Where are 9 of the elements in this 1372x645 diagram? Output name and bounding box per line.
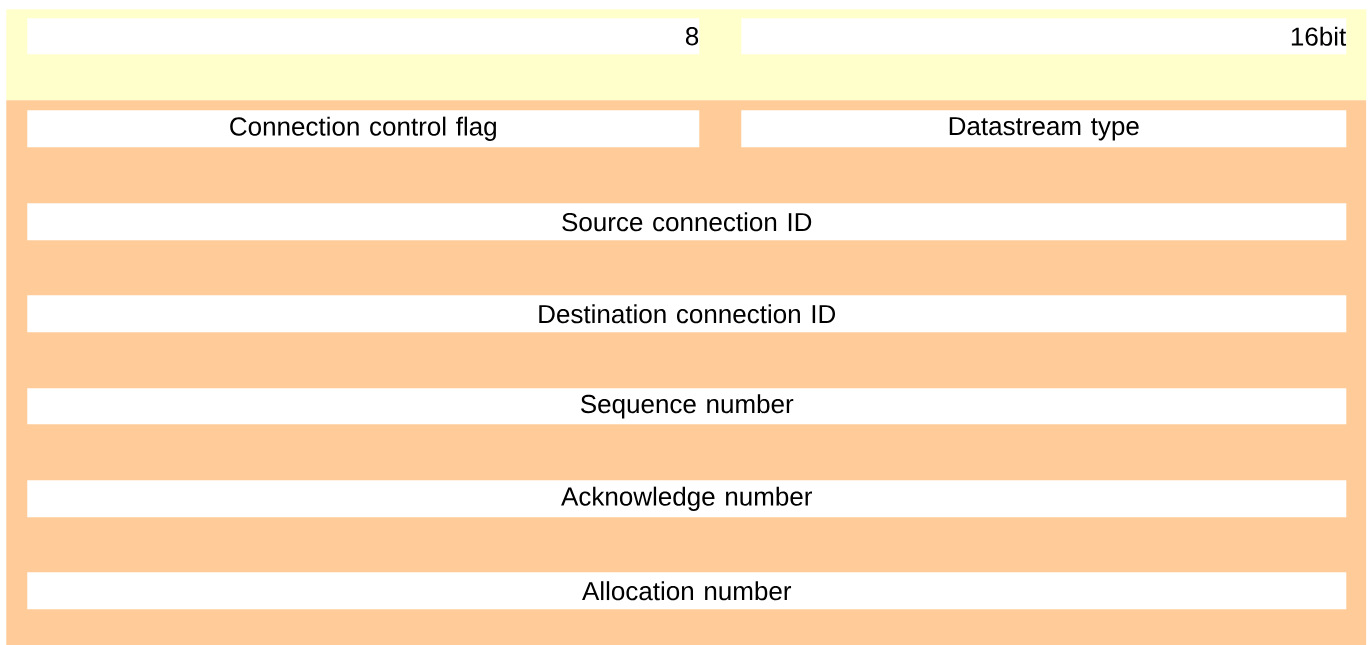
bit-scale-bar: 16bit bbox=[741, 18, 1347, 55]
field-bar: Destination connection ID bbox=[27, 295, 1347, 333]
field-bar: Acknowledge number bbox=[27, 480, 1347, 518]
field-bar: Datastream type bbox=[741, 110, 1347, 148]
field-bar: Connection control flag bbox=[27, 110, 700, 148]
field-bar: Source connection ID bbox=[27, 203, 1347, 241]
field-bar: Sequence number bbox=[27, 388, 1347, 425]
field-bar: Allocation number bbox=[27, 572, 1347, 610]
bit-scale-bar: 8 bbox=[27, 18, 700, 55]
